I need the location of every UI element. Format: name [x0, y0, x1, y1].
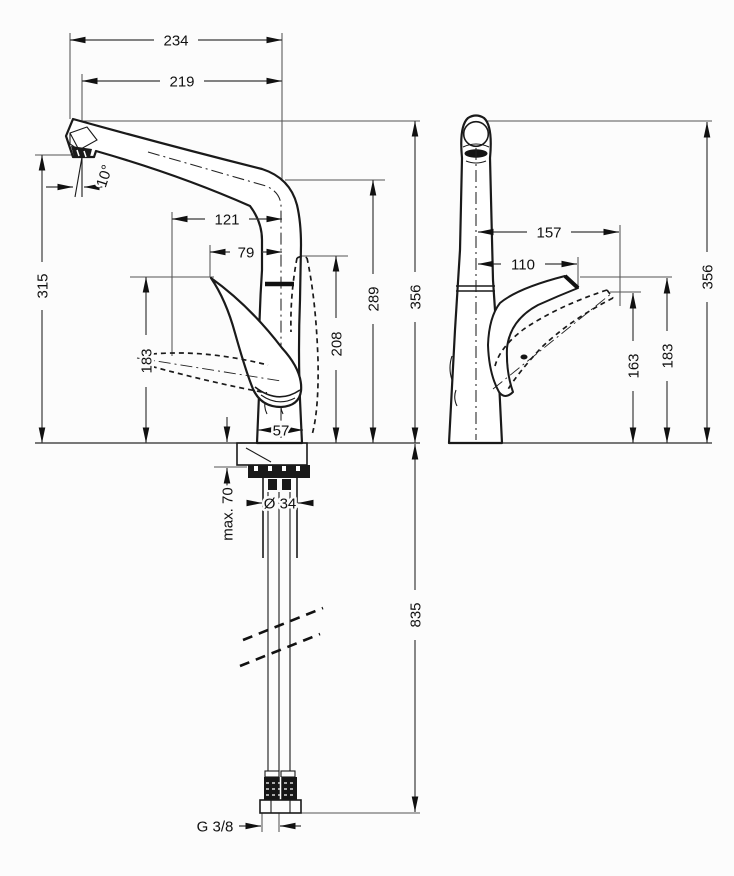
break-mark: [242, 606, 324, 642]
dim-label-base-width-57: 57: [273, 422, 290, 439]
side-dimension-lines: [478, 122, 711, 443]
hex-nut: [259, 799, 302, 814]
faucet-front-outline: [64, 117, 304, 445]
dim-label-handle-height-183: 183: [138, 348, 155, 373]
dim-label-spout-reach-219: 219: [169, 73, 194, 90]
dim-label-spout-height-289: 289: [365, 286, 382, 311]
dim-label-handle-open-208: 208: [328, 331, 345, 356]
body-hatches-side: [449, 355, 458, 407]
angle-ref-tilted: [74, 156, 83, 198]
side-dimension-labels: 157 110 163 183 356: [509, 222, 719, 381]
fixing-clip: [268, 479, 277, 490]
dim-label-spout-angle-10: 10°: [93, 163, 116, 190]
handle-front-solid: [209, 276, 303, 409]
handle-front-dashed-swung: [136, 352, 282, 394]
dim-label-total-height-356: 356: [407, 284, 424, 309]
dim-label-side-reach-110: 110: [511, 256, 535, 273]
dim-label-side-reach-open-157: 157: [536, 224, 561, 241]
dim-label-side-handle-183: 183: [659, 343, 676, 368]
front-dimension-lines: [38, 36, 419, 830]
hose-connector: [259, 770, 302, 814]
handle-front-dashed-raised: [290, 255, 319, 436]
dim-label-outlet-height-315: 315: [34, 273, 51, 298]
dim-label-total-width-234: 234: [163, 32, 188, 49]
spout-head-knob: [462, 120, 490, 148]
dim-label-max-counter-70: max. 70: [219, 487, 236, 540]
dim-label-side-handle-open-163: 163: [625, 353, 642, 378]
handle-side-solid: [487, 274, 580, 397]
side-view: 157 110 163 183 356: [447, 114, 719, 445]
dim-label-side-total-height-356: 356: [699, 264, 716, 289]
dim-label-shank-diameter-34: Ø 34: [264, 495, 297, 512]
handle-side-dashed: [492, 289, 614, 392]
dim-label-thread-g38: G 3/8: [197, 818, 234, 835]
spout-centerline: [147, 151, 282, 438]
faucet-side-outline: [447, 114, 504, 445]
mounting-shank: [236, 442, 324, 814]
dim-label-reach-79: 79: [238, 244, 255, 261]
escutcheon: [236, 442, 308, 466]
handle-tip-face: [563, 274, 580, 290]
dim-label-hose-length-835: 835: [407, 602, 424, 627]
front-dimension-labels: 234 219 121 79 57 Ø 34 G 3/8 315 183 208…: [32, 30, 427, 838]
front-view: 234 219 121 79 57 Ø 34 G 3/8 315 183 208…: [32, 30, 427, 838]
aerator: [69, 126, 98, 158]
handle-set-screw: [520, 354, 528, 360]
mounting-thread-ring: [248, 465, 310, 478]
dim-label-reach-open-121: 121: [214, 211, 239, 228]
